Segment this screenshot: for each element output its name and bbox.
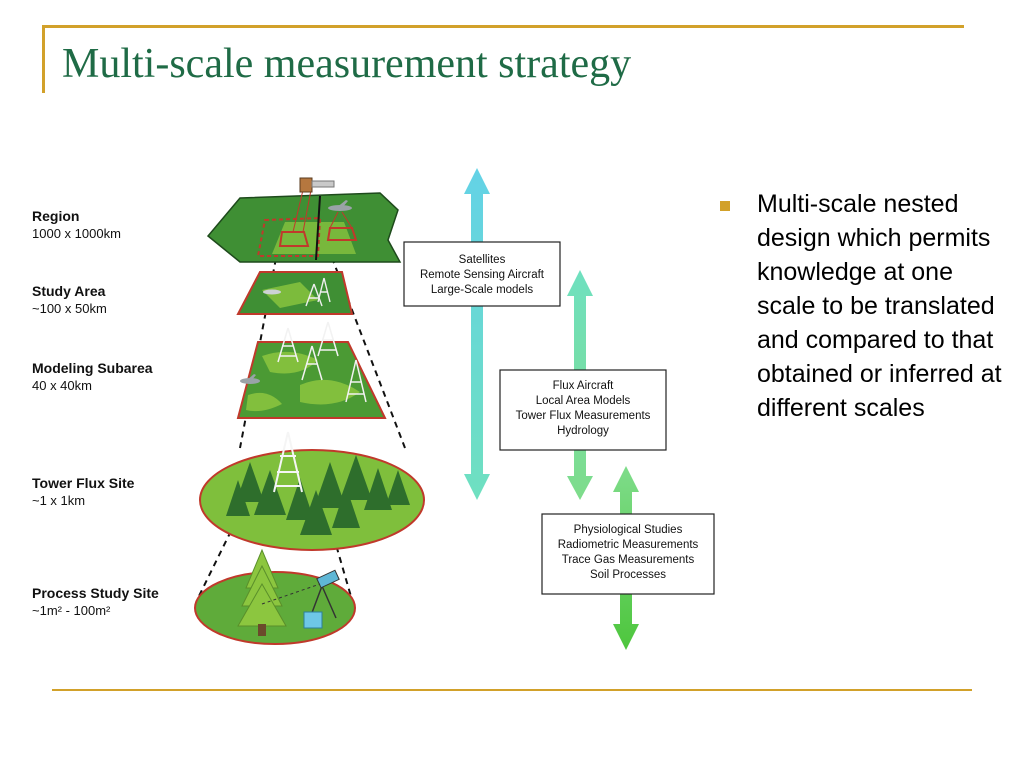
bullet-text: Multi-scale nested design which permits … (757, 190, 1002, 422)
level-label-tower-flux-site: Tower Flux Site ~1 x 1km (32, 475, 135, 508)
scale-arrow-satellite (464, 168, 490, 500)
aircraft-icon (240, 374, 260, 384)
method-line: Radiometric Measurements (558, 539, 699, 551)
aircraft-icon (328, 200, 352, 211)
method-line: Remote Sensing Aircraft (420, 269, 545, 281)
method-line: Hydrology (557, 425, 609, 437)
level-label-study-area: Study Area ~100 x 50km (32, 283, 107, 316)
level-size: ~100 x 50km (32, 301, 107, 316)
level-size: 1000 x 1000km (32, 226, 121, 241)
level-name: Region (32, 208, 79, 224)
bullet-marker-square (720, 201, 730, 211)
method-line: Tower Flux Measurements (516, 410, 651, 422)
tower-flux-site-disc (199, 449, 425, 551)
aircraft-icon (263, 289, 281, 295)
level-label-modeling-subarea: Modeling Subarea 40 x 40km (32, 360, 153, 393)
tree-icon (237, 548, 287, 636)
method-line: Local Area Models (536, 395, 631, 407)
method-line: Soil Processes (590, 569, 666, 581)
method-box-flux: Flux Aircraft Local Area Models Tower Fl… (499, 369, 667, 451)
method-line: Physiological Studies (574, 524, 683, 536)
title-accent-bar (42, 25, 45, 93)
method-line: Large-Scale models (431, 284, 534, 296)
sensor-beam (261, 583, 321, 605)
sensor-instrument-icon (303, 569, 340, 629)
level-label-process-study-site: Process Study Site ~1m² - 100m² (32, 585, 159, 618)
tower-icon (277, 321, 367, 403)
region-map-plate (206, 189, 402, 263)
slide-title: Multi-scale measurement strategy (62, 41, 632, 87)
level-name: Study Area (32, 283, 106, 299)
method-box-process: Physiological Studies Radiometric Measur… (541, 513, 715, 595)
level-size: 40 x 40km (32, 378, 92, 393)
level-label-region: Region 1000 x 1000km (32, 208, 121, 241)
level-name: Modeling Subarea (32, 360, 153, 376)
level-size: ~1m² - 100m² (32, 603, 111, 618)
level-name: Tower Flux Site (32, 475, 135, 491)
level-name: Process Study Site (32, 585, 159, 601)
method-box-satellites: Satellites Remote Sensing Aircraft Large… (403, 241, 561, 307)
tree-icon (226, 455, 410, 535)
method-line: Satellites (459, 254, 506, 266)
modeling-subarea-plate (236, 341, 387, 419)
tower-icon (305, 277, 331, 307)
satellite-icon (299, 177, 335, 193)
tower-icon (273, 431, 303, 493)
level-size: ~1 x 1km (32, 493, 85, 508)
footer-rule (52, 689, 972, 691)
method-line: Flux Aircraft (553, 380, 615, 392)
title-top-rule (42, 25, 964, 28)
study-area-plate (236, 271, 354, 315)
method-line: Trace Gas Measurements (562, 554, 695, 566)
